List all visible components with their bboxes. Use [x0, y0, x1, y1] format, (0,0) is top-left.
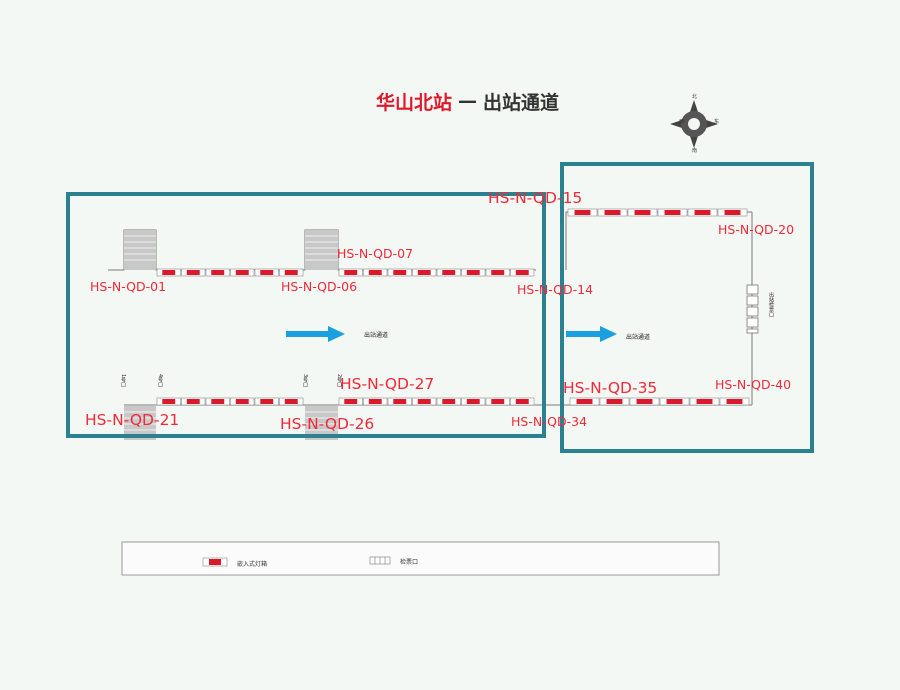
strip-qd27-34: [338, 397, 535, 406]
page-title: 华山北站 — 出站通道: [376, 86, 559, 116]
ad-slot: [393, 399, 407, 404]
stair-upper-2: [305, 230, 338, 270]
legend-ad-icon: [202, 557, 228, 567]
ad-slot: [235, 399, 249, 404]
arrow-right: [566, 326, 617, 342]
ad-slot: [491, 399, 505, 404]
left-zone-frame: [66, 192, 546, 438]
title-station: 华山北站: [376, 91, 453, 114]
ad-slot: [368, 399, 382, 404]
ad-slot: [696, 399, 713, 404]
legend-gate-label: 检票口: [400, 559, 419, 566]
ad-slot: [515, 270, 529, 275]
ad-lightbox-strips: [156, 208, 750, 406]
compass-east: 东: [714, 118, 719, 125]
ad-slot: [604, 210, 621, 215]
strip-qd07-14: [338, 268, 535, 277]
ad-slot: [694, 210, 711, 215]
ad-slot: [211, 270, 225, 275]
ad-slot: [260, 399, 274, 404]
passage-label-right: 出站通道: [626, 334, 651, 341]
ad-slot: [636, 399, 653, 404]
ad-slot: [260, 270, 274, 275]
stair-upper-1: [124, 230, 156, 270]
ad-slot: [606, 399, 623, 404]
ad-slot: [417, 270, 431, 275]
ad-slot: [724, 210, 741, 215]
title-subtitle: 出站通道: [483, 91, 560, 114]
ad-slot: [393, 270, 407, 275]
ad-slot: [442, 270, 456, 275]
ad-slot: [284, 270, 298, 275]
ad-slot: [368, 270, 382, 275]
compass-icon: 北 南 西 东: [670, 93, 719, 154]
stair-label-1: 1号口: [120, 374, 126, 388]
ad-slot: [491, 270, 505, 275]
stair-label-2: 4号口: [157, 374, 163, 388]
strip-qd15-20: [567, 208, 748, 217]
legend-gate-icon: [369, 556, 391, 565]
ad-slot: [284, 399, 298, 404]
ad-slot: [344, 270, 358, 275]
ad-slot: [344, 399, 358, 404]
title-separator: —: [458, 90, 478, 112]
legend-ad-label: 嵌入式灯箱: [237, 561, 268, 568]
ad-slot: [666, 399, 683, 404]
compass-west: 西: [679, 119, 684, 125]
code-label-qd14: HS-N-QD-14: [517, 282, 594, 297]
stair-label-3: 3号口: [302, 374, 308, 388]
code-label-qd27: HS-N-QD-27: [340, 375, 435, 393]
ad-slot: [442, 399, 456, 404]
strip-qd21-26: [156, 397, 304, 406]
strip-qd01-06: [156, 268, 304, 277]
code-label-qd21: HS-N-QD-21: [85, 411, 180, 429]
ad-slot: [466, 399, 480, 404]
code-label-qd01: HS-N-QD-01: [90, 279, 167, 294]
code-label-qd35: HS-N-QD-35: [563, 379, 658, 397]
stair-label-4: 2号口: [336, 374, 342, 388]
ad-slot: [162, 399, 176, 404]
ad-slot: [466, 270, 480, 275]
ad-slot: [235, 270, 249, 275]
code-label-qd15: HS-N-QD-15: [488, 189, 583, 207]
ad-slot: [726, 399, 743, 404]
code-label-qd34: HS-N-QD-34: [511, 414, 588, 429]
strip-qd35-40: [569, 397, 750, 406]
ad-slot: [211, 399, 225, 404]
code-label-qd06: HS-N-QD-06: [281, 279, 358, 294]
arrow-left: [286, 326, 345, 342]
exit-gate: [746, 284, 759, 334]
compass-north: 北: [692, 93, 697, 100]
code-label-qd20: HS-N-QD-20: [718, 222, 795, 237]
passage-label-left: 出站通道: [364, 332, 389, 339]
ad-slot: [664, 210, 681, 215]
ad-slot: [576, 399, 593, 404]
right-zone-frame: [560, 162, 814, 453]
compass-south: 南: [692, 147, 697, 154]
ad-slot: [162, 270, 176, 275]
ad-slot: [634, 210, 651, 215]
ad-slot: [186, 270, 200, 275]
exit-gate-label: 出站检票口: [768, 292, 774, 317]
code-label-qd26: HS-N-QD-26: [280, 415, 375, 433]
ad-slot: [515, 399, 529, 404]
code-label-qd40: HS-N-QD-40: [715, 377, 792, 392]
ad-slot: [186, 399, 200, 404]
code-label-qd07: HS-N-QD-07: [337, 246, 414, 261]
ad-slot: [417, 399, 431, 404]
ad-slot: [574, 210, 591, 215]
